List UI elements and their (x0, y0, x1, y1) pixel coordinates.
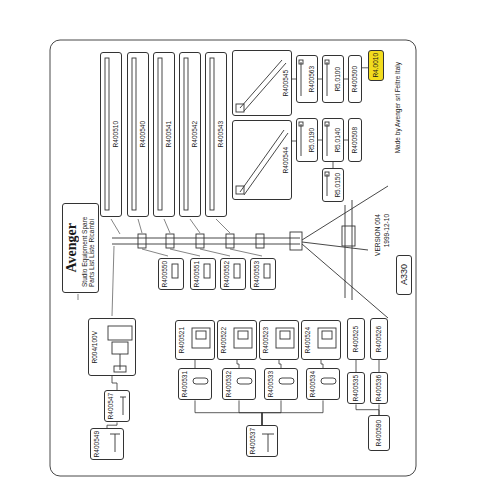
part-number: R400544 (282, 147, 289, 173)
part-number: R400510 (112, 121, 119, 147)
part-box: R400521 (175, 320, 215, 360)
arm-parts (236, 60, 288, 195)
part-number: R400550 (161, 261, 168, 287)
part-box: R400553 (250, 258, 276, 290)
part-box: R4.0010 (368, 50, 384, 81)
part-box: R5.0140 (322, 118, 344, 162)
part-box: R5.0150 (322, 168, 344, 202)
part-number: R400545 (282, 70, 289, 96)
part-number: R400549 (93, 431, 100, 457)
part-box: R400535 (347, 372, 365, 404)
part-box: R400563 (296, 55, 318, 103)
part-box: R400532 (222, 368, 256, 400)
part-box: R400534 (306, 368, 340, 400)
part-box: R400541 (153, 52, 175, 217)
part-box: R400552 (220, 258, 246, 290)
connector (195, 360, 196, 368)
part-number: Studio Equipment Spare Parts List Liste … (81, 209, 96, 287)
connector (112, 376, 117, 390)
part-number: R400532 (225, 371, 232, 397)
title-box: AvengerStudio Equipment Spare Parts List… (62, 203, 99, 293)
connector (237, 360, 239, 368)
part-number: R400547 (107, 393, 114, 419)
part-box: R400524 (301, 320, 341, 360)
part-box: R400523 (259, 320, 299, 360)
part-box: R400500 (348, 55, 362, 103)
part-box: R400533 (264, 368, 298, 400)
part-box: R5.0100 (322, 55, 344, 103)
part-number: R400537 (249, 428, 256, 454)
connector (279, 360, 281, 368)
part-box: R400551 (190, 258, 216, 290)
part-number: R400524 (304, 327, 311, 353)
part-number: R400533 (267, 371, 274, 397)
connector (262, 400, 323, 425)
part-number: R400536 (375, 375, 382, 401)
page-frame (50, 40, 416, 476)
part-box: R400510 (100, 52, 122, 217)
part-box: R5.0190 (296, 118, 318, 162)
part-number: R5.0150 (334, 173, 341, 198)
part-box: R400531 (178, 368, 212, 400)
bolt-icons (299, 60, 329, 196)
part-number: R400521 (178, 327, 185, 353)
part-box: R400542 (179, 52, 201, 217)
part-number: R5.0100 (334, 67, 341, 92)
leader-lines (78, 219, 262, 316)
connector (356, 360, 357, 372)
note-label: 1999-12-10 (383, 214, 390, 247)
part-number: R5.0140 (334, 128, 341, 153)
part-number: R400542 (191, 121, 198, 147)
part-box: R400537 (246, 425, 278, 457)
part-number: R4.0010 (372, 53, 379, 78)
part-box: R400526 (370, 318, 388, 360)
brand-title: Avenger (65, 223, 79, 273)
part-box: R400543 (205, 52, 227, 217)
part-box: A330 (396, 255, 412, 295)
connector (379, 404, 380, 415)
part-number: R400508 (351, 127, 358, 153)
part-box: R400544 (232, 120, 292, 200)
part-box: R400522 (217, 320, 257, 360)
part-box: R400525 (347, 318, 365, 360)
part-number: R400541 (165, 121, 172, 147)
part-number: R400553 (253, 261, 260, 287)
part-number: R400523 (262, 327, 269, 353)
part-number: R400525 (352, 326, 359, 352)
connector (379, 360, 380, 372)
part-number: R5.0190 (308, 128, 315, 153)
part-number: R400540 (139, 121, 146, 147)
connector (356, 404, 379, 415)
part-number: R400543 (217, 121, 224, 147)
note-label: Made by Avenger srl Feltre Italy (394, 62, 401, 153)
part-number: R400526 (375, 326, 382, 352)
part-number: R400535 (352, 375, 359, 401)
part-number: R400551 (193, 261, 200, 287)
part-box: R400547 (104, 390, 130, 422)
part-number: R400534 (309, 371, 316, 397)
part-box: R400540 (127, 52, 149, 217)
part-number: R400590 (375, 420, 382, 446)
part-number: R400500 (351, 66, 358, 92)
connector (321, 360, 323, 368)
part-number: A330 (399, 264, 409, 285)
part-number: R400522 (220, 327, 227, 353)
part-box: R400508 (348, 118, 362, 162)
part-box: R400536 (370, 372, 388, 404)
part-box: R400545 (232, 50, 292, 116)
part-box: R400549 (90, 428, 124, 460)
part-number: R400531 (181, 371, 188, 397)
part-box: R004/100V (88, 318, 136, 376)
part-number: R400552 (223, 261, 230, 287)
part-number: R004/100V (91, 331, 98, 364)
connector (195, 400, 262, 425)
part-box: R400550 (158, 258, 184, 290)
note-label: VERSION 004 (374, 214, 381, 256)
connector (239, 400, 262, 425)
part-number: R400563 (308, 66, 315, 92)
part-box: R400590 (368, 415, 390, 451)
